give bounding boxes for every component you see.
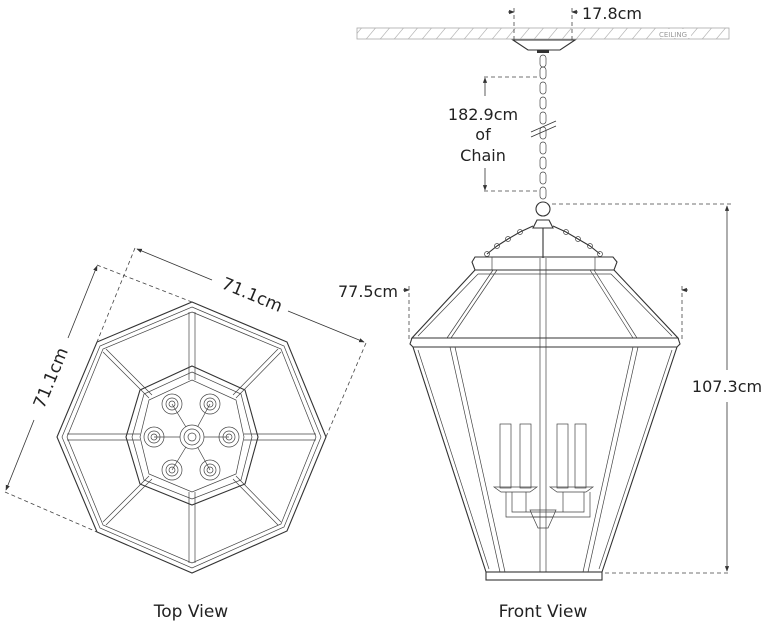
chain-length-dimension: 182.9cm of Chain — [448, 76, 540, 192]
ceiling-label: CEILING — [659, 31, 687, 39]
lantern-body — [412, 346, 678, 573]
overall-height-dimension: 107.3cm — [552, 203, 762, 574]
chain-length-label: 182.9cm — [448, 105, 518, 124]
top-depth-label: 71.1cm — [30, 345, 73, 412]
hanging-ring — [535, 201, 551, 217]
outer-octagon — [56, 301, 327, 574]
canopy — [511, 39, 577, 51]
candles — [492, 423, 595, 529]
top-view: 71.1cm 71.1cm — [4, 247, 367, 574]
canopy-width-dimension: 17.8cm — [508, 4, 642, 40]
inner-octagon — [125, 365, 259, 506]
front-width-dimension: 77.5cm — [338, 282, 688, 340]
chain-word-label: Chain — [460, 146, 506, 165]
front-view-label: Front View — [499, 602, 588, 622]
top-width-label: 71.1cm — [219, 274, 286, 317]
shade — [410, 269, 680, 339]
frame-spokes — [67, 312, 316, 563]
front-view: CEILING — [338, 4, 762, 581]
right-chain — [552, 225, 601, 255]
canopy-width-label: 17.8cm — [582, 4, 642, 23]
bottom-plate — [485, 571, 603, 581]
middle-band — [409, 337, 681, 348]
front-width-label: 77.5cm — [338, 282, 398, 301]
overall-height-label: 107.3cm — [692, 377, 762, 396]
top-width-dimension: 71.1cm — [96, 247, 367, 438]
left-chain — [486, 225, 534, 255]
top-view-label: Top View — [153, 602, 229, 622]
chain — [539, 54, 547, 200]
candle-cups — [143, 393, 240, 481]
ceiling — [356, 27, 730, 40]
chain-of-label: of — [475, 125, 491, 144]
